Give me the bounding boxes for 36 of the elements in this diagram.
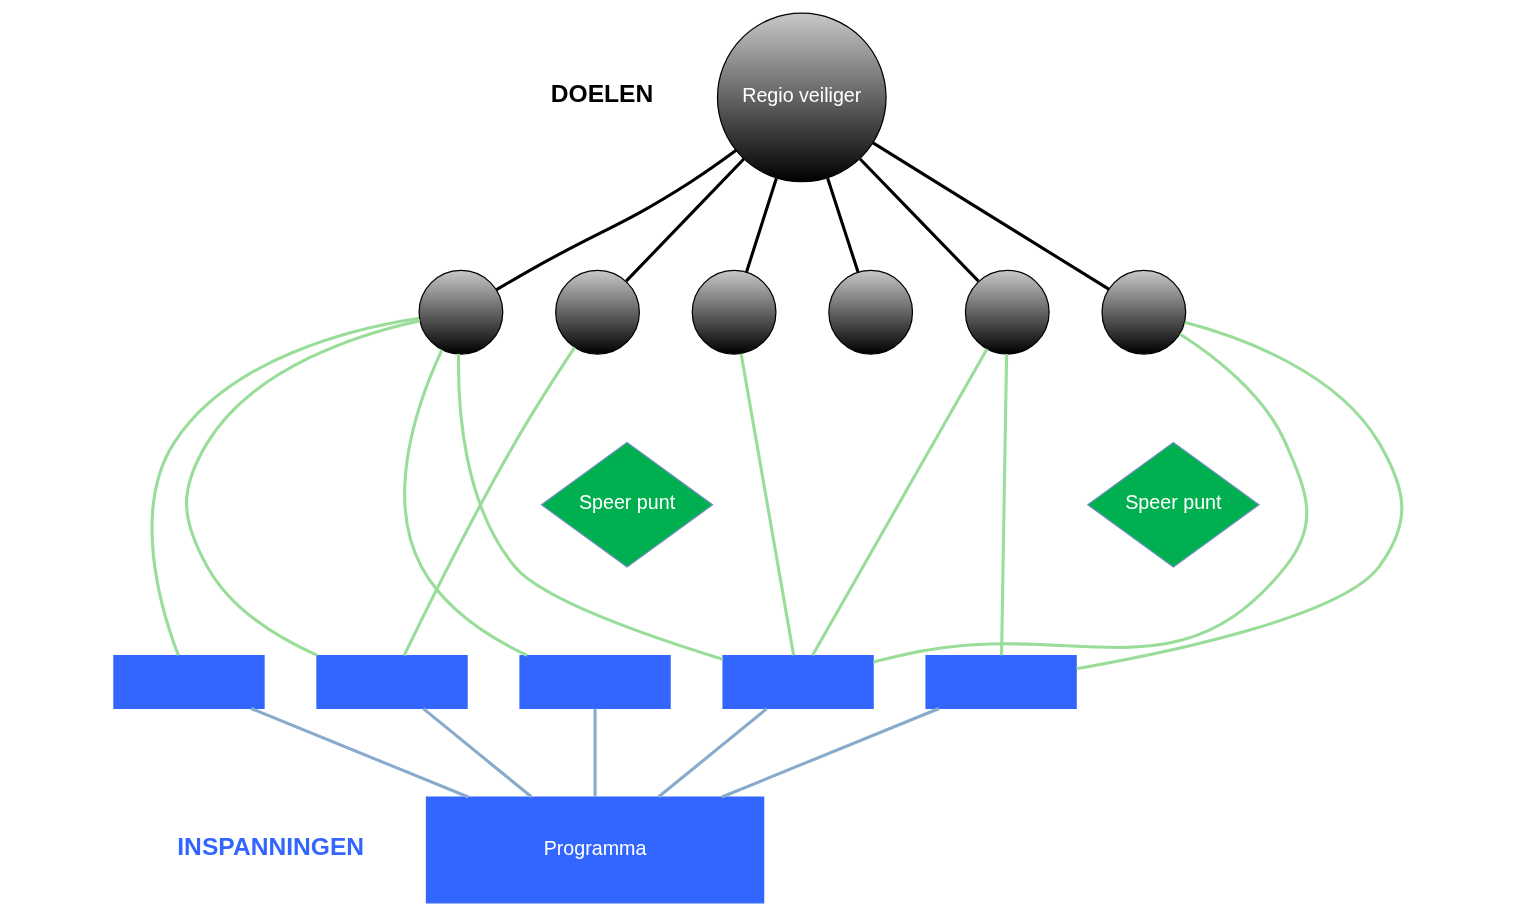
node-circle <box>964 269 1050 355</box>
label: INSPANNINGEN <box>177 832 365 860</box>
connector <box>745 177 778 273</box>
node-circle <box>418 269 504 355</box>
connector <box>422 707 533 798</box>
connector <box>250 707 469 799</box>
connector <box>403 349 528 657</box>
connector <box>872 141 1110 291</box>
node-diamond: Speer punt <box>540 441 714 568</box>
node-diamond: Speer punt <box>1086 441 1260 568</box>
node-box <box>722 654 874 710</box>
node-circle <box>1101 269 1187 355</box>
connector <box>456 354 724 661</box>
connector <box>1076 320 1404 671</box>
connector <box>739 353 796 656</box>
node-circle <box>691 269 777 355</box>
node-circle: Regio veiliger <box>716 12 887 183</box>
connector <box>721 707 940 799</box>
connector <box>402 346 576 656</box>
connector <box>826 177 860 273</box>
node-circle <box>828 269 914 355</box>
node-box <box>113 654 265 710</box>
connector <box>859 157 980 283</box>
connector <box>593 708 597 797</box>
node-circle <box>555 269 640 355</box>
connector <box>495 149 737 291</box>
connector <box>1000 354 1009 656</box>
node-box: Programma <box>425 796 765 904</box>
node-box <box>925 654 1077 710</box>
connector <box>811 348 989 657</box>
connector <box>625 157 745 283</box>
connector <box>873 332 1309 664</box>
node-box <box>316 654 468 710</box>
connector <box>657 707 768 798</box>
node-box <box>519 654 671 710</box>
label: DOELEN <box>550 80 654 108</box>
